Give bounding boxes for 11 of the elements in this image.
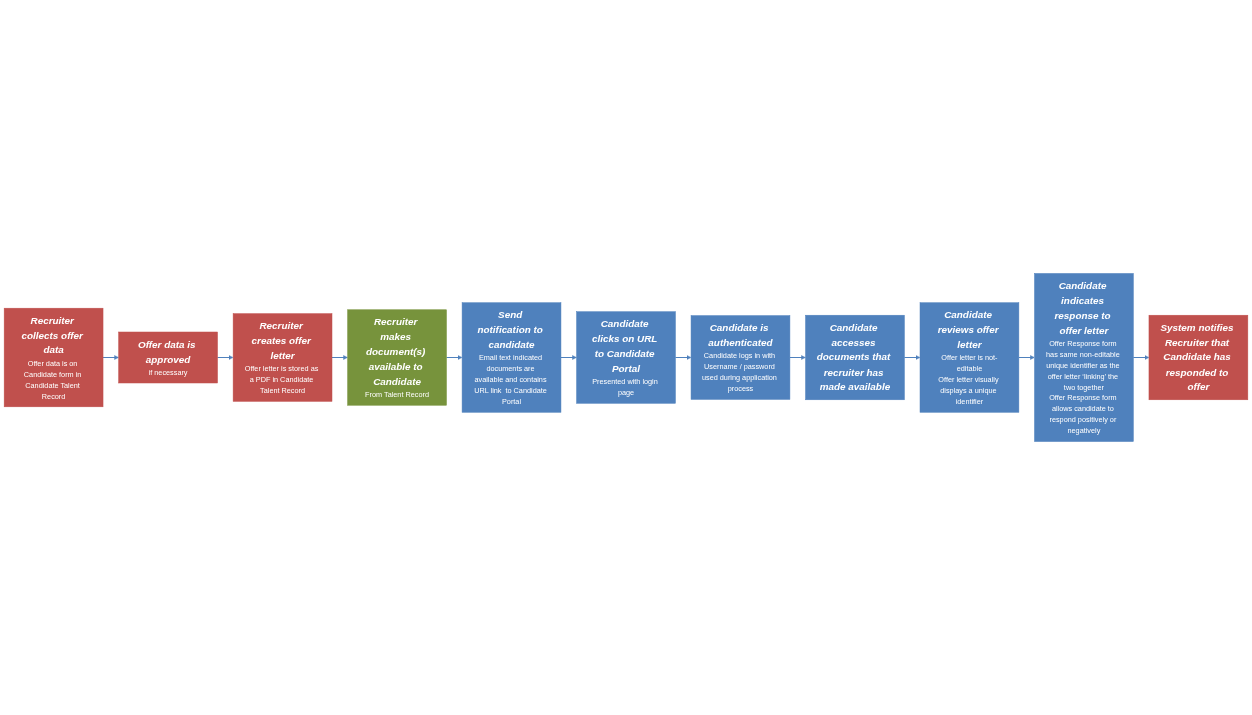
arrow (102, 355, 119, 360)
arrow (217, 355, 234, 360)
arrow (903, 355, 921, 360)
arrow (1132, 355, 1150, 360)
arrow (674, 355, 692, 360)
arrow (789, 355, 806, 360)
node-box: System notifies Recruiter that Candidate has responded to offer (1148, 314, 1249, 401)
arrow (445, 355, 463, 360)
arrow (560, 355, 577, 360)
node-box: Candidate accesses documents that recruiter has made available (805, 314, 905, 401)
arrow (331, 355, 348, 360)
